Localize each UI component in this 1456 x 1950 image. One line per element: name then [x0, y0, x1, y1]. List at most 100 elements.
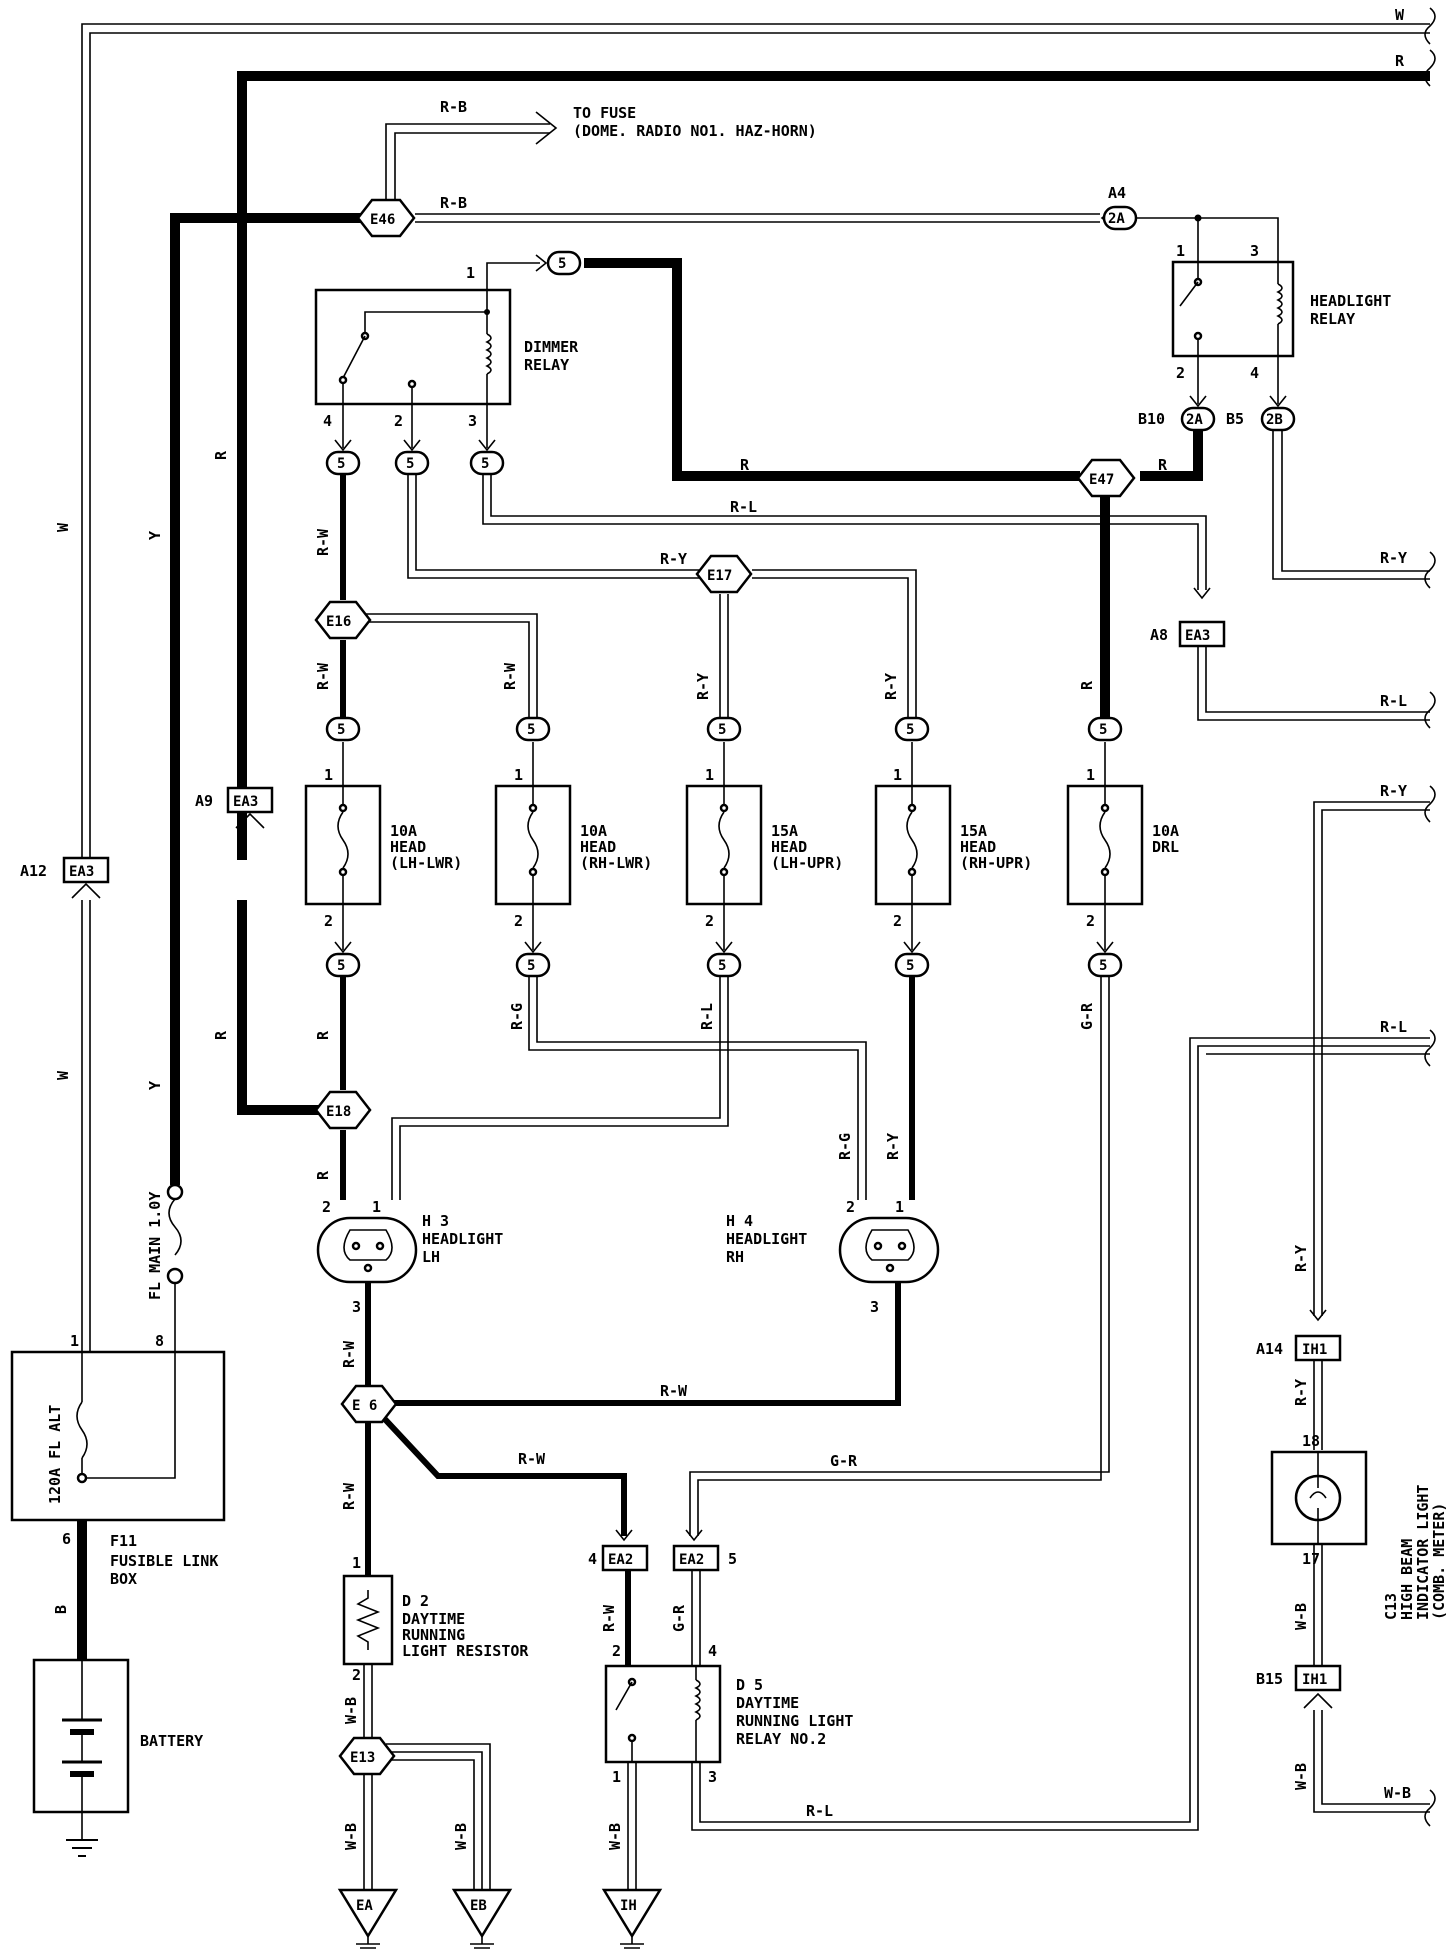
wire-label-r: R: [1395, 52, 1405, 70]
wire-ry-b5: R-Y: [1272, 430, 1436, 589]
connector-5-dimmer-top: 5 1: [466, 250, 582, 290]
wire-label-ry: R-Y: [1380, 782, 1407, 800]
pin: 1: [352, 1554, 361, 1572]
dimmer-relay-line2: RELAY: [524, 356, 569, 374]
ground-label: EB: [470, 1898, 487, 1914]
pin: 8: [155, 1332, 164, 1350]
h4-id: H 4: [726, 1212, 753, 1230]
connector-name: 5: [718, 958, 726, 974]
wire-rl-d5: R-L R-L: [691, 1018, 1436, 1831]
connector-name: 5: [481, 456, 489, 472]
wire-label-rw: R-W: [600, 1604, 618, 1632]
h3-id: H 3: [422, 1212, 449, 1230]
connector-a8-ea3: EA3 A8 R-L: [1150, 620, 1436, 729]
fuse-sub: (RH-LWR): [580, 854, 652, 872]
d2-line2: RUNNING: [402, 1626, 465, 1644]
wire-label-rb: R-B: [440, 98, 467, 116]
connector-name: 5: [527, 958, 535, 974]
pin: 1: [466, 264, 475, 282]
fuse-name: HEAD: [390, 838, 426, 856]
wire-label-rw: R-W: [518, 1450, 546, 1468]
pin: 6: [62, 1530, 71, 1548]
pin: 3: [352, 1298, 361, 1316]
resistor-d2: 1 2 D 2 DAYTIME RUNNING LIGHT RESISTOR: [342, 1554, 529, 1684]
connector-a4-2a: 2A A4: [1100, 184, 1279, 262]
pin: 1: [893, 766, 902, 784]
battery: BATTERY: [32, 1658, 203, 1857]
wire-label-rl: R-L: [806, 1802, 833, 1820]
pin: 2: [1086, 912, 1095, 930]
wire-label-gr: G-R: [830, 1452, 858, 1470]
pin: 1: [895, 1198, 904, 1216]
splice-e6: E 6: [340, 1384, 398, 1424]
fuse-sub: (LH-UPR): [771, 854, 843, 872]
pin: 3: [708, 1768, 717, 1786]
d5-line3: RELAY NO.2: [736, 1730, 826, 1748]
wire-label-wb: W-B: [1292, 1763, 1310, 1790]
headlight-relay: 1 3 2 4 HEADLIGHT RELAY: [1171, 242, 1391, 382]
pin: 1: [514, 766, 523, 784]
to-fuse-line1: TO FUSE: [573, 104, 636, 122]
relay-d5: 2 4 1 3 D 5 DAYTIME RUNNING LIGHT RELAY …: [604, 1642, 853, 1786]
connector-id: B10: [1138, 410, 1165, 428]
wire-label-y-vert2: Y: [146, 1081, 164, 1090]
wire-r-top: R R R: [212, 52, 1430, 1115]
connector-name: 5: [1099, 958, 1107, 974]
connector-id: A14: [1256, 1340, 1283, 1358]
wire-ry-right: R-Y R-Y: [1292, 782, 1436, 1322]
d5-line2: RUNNING LIGHT: [736, 1712, 853, 1730]
fuse-name: HEAD: [771, 838, 807, 856]
pin: 2: [846, 1198, 855, 1216]
wire-label-r-vert1: R: [212, 450, 230, 460]
connector-name: EA3: [233, 794, 258, 810]
pin: 1: [70, 1332, 79, 1350]
pin: 4: [323, 412, 332, 430]
wire-label-rw: R-W: [314, 662, 332, 690]
fuse-drl: 5 5 1 2 10A DRL: [1066, 716, 1179, 978]
wire-label-ry: R-Y: [660, 550, 687, 568]
splice-label: E47: [1089, 472, 1114, 488]
pin: 2: [612, 1642, 621, 1660]
h3-line1: HEADLIGHT: [422, 1230, 503, 1248]
wire-label-wb: W-B: [342, 1823, 360, 1850]
pin: 4: [588, 1550, 597, 1568]
headlight-h3: 2 1 3 H 3 HEADLIGHT LH: [316, 1198, 503, 1316]
wire-label-gr: G-R: [1078, 1002, 1096, 1030]
wire-label-r: R: [740, 456, 750, 474]
splice-label: E17: [707, 568, 732, 584]
wire-rw-e16: R-W R-W R-W: [314, 474, 538, 718]
splice-e46: E46: [356, 198, 416, 238]
connector-name: IH1: [1302, 1672, 1327, 1688]
splice-e18: E18: [314, 1090, 372, 1130]
fuse-head-rh-lwr: 5 5 1 2 10A HEAD (RH-LWR): [494, 716, 652, 978]
d2-line1: DAYTIME: [402, 1610, 465, 1628]
d2-line3: LIGHT RESISTOR: [402, 1642, 529, 1660]
wire-label-ry: R-Y: [1292, 1379, 1310, 1406]
fuse-sub: (LH-LWR): [390, 854, 462, 872]
pin: 2: [893, 912, 902, 930]
pin: 2: [705, 912, 714, 930]
wire-rl-a8: R-L: [482, 474, 1211, 600]
fuse-amps: 10A: [390, 822, 417, 840]
connector-name: 5: [1099, 722, 1107, 738]
dimmer-relay: DIMMER RELAY 4 2 3: [314, 288, 579, 430]
connector-id: B5: [1226, 410, 1244, 428]
wire-r-e47: R R R: [584, 258, 1203, 718]
wire-label-rl: R-L: [698, 1003, 716, 1030]
splice-e17: E17: [695, 554, 753, 594]
pin: 4: [708, 1642, 717, 1660]
indicator-c13: 18 17 C13 HIGH BEAM INDICATOR LIGHT (COM…: [1270, 1432, 1448, 1620]
wire-label-r: R: [1158, 456, 1168, 474]
pin: 2: [324, 912, 333, 930]
c13-line1: HIGH BEAM: [1398, 1539, 1416, 1620]
connector-name: 5: [337, 722, 345, 738]
pin: 4: [1250, 364, 1259, 382]
pin: 1: [612, 1768, 621, 1786]
connector-b10-2a: 2A B10: [1138, 356, 1216, 432]
fuse-sub: (RH-UPR): [960, 854, 1032, 872]
fuse-head-rh-upr: 5 5 1 2 15A HEAD (RH-UPR): [874, 716, 1032, 978]
connector-id: B15: [1256, 1670, 1283, 1688]
connector-name: 5: [337, 958, 345, 974]
connector-id: A4: [1108, 184, 1126, 202]
